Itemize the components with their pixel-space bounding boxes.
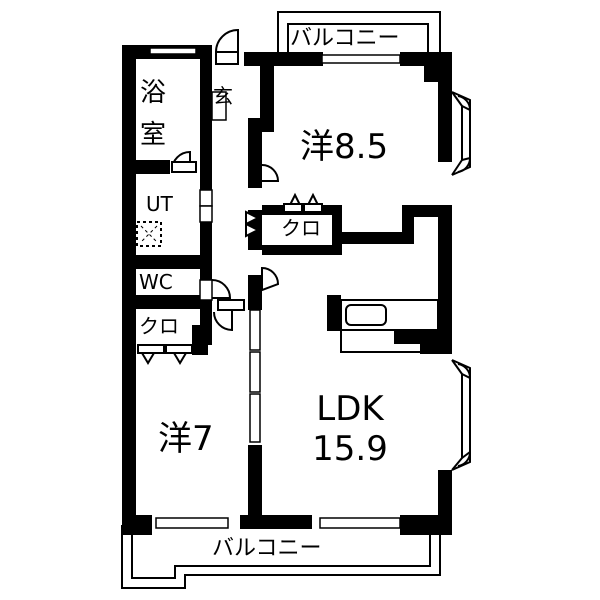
room-label-closet-2: クロ (139, 314, 179, 338)
room-label-toilet: WC (139, 270, 173, 294)
room-label-entrance: 玄 (213, 84, 233, 108)
wall-top-right (278, 52, 323, 66)
wall-right (438, 52, 452, 162)
room-label-ldk: LDK (316, 389, 384, 429)
room-label-bath-2: 室 (140, 120, 167, 150)
bay-window-bottom (451, 359, 463, 471)
room-label-closet-1: クロ (281, 216, 321, 240)
door-western-2 (213, 302, 233, 332)
door-entrance (215, 28, 239, 53)
room-label-utility: UT (146, 192, 173, 216)
room-label-western-7: 洋7 (158, 419, 214, 459)
balcony-label-bottom: バルコニー (212, 536, 322, 561)
room-label-western-8-5: 洋8.5 (300, 127, 389, 167)
wall-left (122, 45, 136, 535)
balcony-label-top: バルコニー (290, 26, 400, 51)
balcony-top-outline (277, 11, 441, 52)
balcony-bottom-outline (121, 525, 441, 589)
room-label-bath-1: 浴 (140, 78, 167, 108)
wall-bottom (122, 515, 152, 535)
door-ldk (261, 266, 280, 292)
bay-window-top (451, 91, 463, 176)
room-label-ldk-size: 15.9 (312, 429, 388, 469)
door-toilet (211, 279, 232, 299)
door-western-1 (261, 164, 280, 182)
